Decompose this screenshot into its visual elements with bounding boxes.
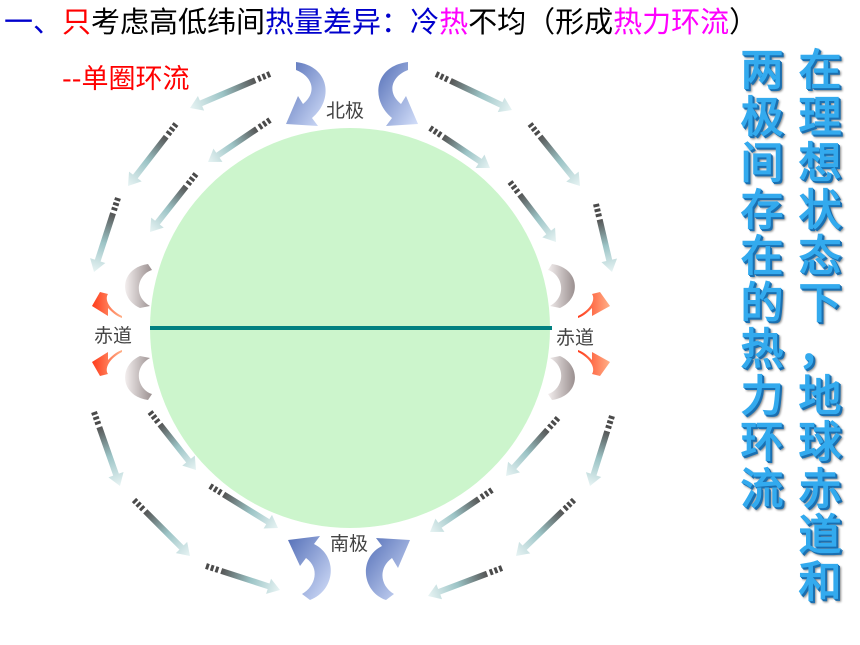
north-pole-arrow-left — [286, 62, 326, 126]
side-text-char: ， — [798, 325, 842, 375]
circulation-arrow — [515, 497, 577, 557]
south-pole-arrow-left — [288, 536, 331, 600]
side-text-char: 环 — [740, 418, 784, 468]
equator-left-red-arrow-up — [92, 292, 122, 318]
side-text-char: 间 — [740, 139, 784, 189]
side-text-char: 想 — [798, 139, 842, 189]
side-text-char: 力 — [740, 371, 784, 422]
circulation-arrow — [585, 415, 615, 486]
side-text-char: 赤 — [798, 464, 842, 515]
side-text-char: 热 — [740, 325, 784, 375]
equator-right-red-arrow-down — [578, 350, 610, 376]
side-text-column-right: 在理想状态下，地球赤道和 — [794, 48, 846, 606]
circulation-arrow — [507, 180, 556, 242]
title-segment: 不均（形成 — [468, 5, 614, 39]
circulation-arrow — [90, 197, 121, 272]
equator-left-lower-curve — [125, 356, 152, 400]
circulation-arrow — [150, 172, 199, 232]
side-text-char: 道 — [798, 511, 842, 561]
title-segment: 只 — [62, 5, 92, 39]
circulation-arrow — [434, 71, 513, 113]
side-text-char: 极 — [740, 92, 784, 143]
side-text-char: 两 — [740, 46, 784, 96]
circulation-arrow — [189, 71, 272, 111]
side-text-char: 态 — [798, 232, 842, 282]
side-text-char: 在 — [798, 46, 842, 96]
title-segment: 热 — [439, 5, 469, 39]
south-pole-arrow-right — [365, 538, 410, 600]
side-text-char: 地 — [798, 371, 842, 422]
title-segment: 考虑高低纬间 — [91, 5, 266, 39]
title-segment: 冷 — [410, 5, 440, 39]
circulation-arrow — [505, 415, 561, 477]
circulation-arrow — [527, 122, 580, 186]
equator-right-label: 赤道 — [556, 327, 594, 349]
subtitle: --单圈环流 — [62, 64, 190, 95]
circulation-arrows — [90, 71, 618, 600]
circulation-arrow — [208, 483, 279, 529]
circulation-arrow — [207, 117, 272, 163]
circulation-arrow — [205, 563, 280, 594]
side-text-char: 球 — [798, 418, 842, 468]
circulation-arrow — [127, 122, 179, 187]
north-pole-arrows — [286, 62, 418, 126]
equator-right-lower-curve — [548, 356, 575, 400]
circulation-arrow — [427, 565, 504, 600]
circulation-arrow — [428, 125, 490, 168]
side-text-char: 状 — [798, 185, 842, 236]
equator-right-arrows — [548, 264, 610, 400]
side-text-char: 存 — [740, 185, 784, 236]
side-text-char: 的 — [740, 278, 784, 329]
page-title: 一、只考虑高低纬间热量差异：冷热不均（形成热力环流） — [4, 0, 758, 44]
circulation-arrow — [429, 487, 494, 533]
title-segment: 热量差异： — [265, 5, 411, 39]
equator-right-red-arrow-up — [578, 292, 610, 318]
circulation-arrow — [91, 411, 124, 487]
circulation-arrow — [147, 410, 196, 470]
title-segment: 一、 — [4, 5, 63, 39]
title-segment: 热力环流 — [613, 5, 730, 39]
equator-left-arrows — [92, 264, 152, 400]
side-text-column-left: 两极间存在的热力环流 — [736, 48, 788, 513]
circulation-arrow — [131, 497, 191, 557]
side-text-char: 在 — [740, 232, 784, 282]
side-text-char: 流 — [740, 464, 784, 515]
side-text-char: 下 — [798, 278, 842, 329]
equator-left-red-arrow-down — [92, 350, 122, 376]
equator-right-upper-curve — [548, 264, 575, 308]
circulation-arrow — [593, 203, 618, 273]
equator-left-label: 赤道 — [94, 325, 132, 347]
side-text-char: 理 — [798, 92, 842, 143]
equator-left-upper-curve — [125, 264, 152, 308]
south-pole-arrows — [288, 536, 410, 600]
south-pole-label: 南极 — [330, 533, 368, 555]
north-pole-arrow-right — [378, 62, 418, 126]
north-pole-label: 北极 — [326, 100, 364, 122]
title-segment: ） — [729, 5, 759, 39]
side-text-char: 和 — [798, 557, 842, 608]
